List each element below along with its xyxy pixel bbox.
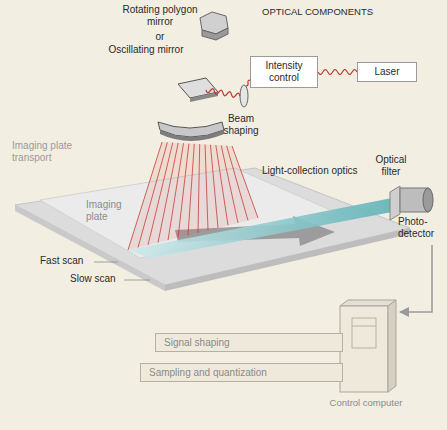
leader-line <box>124 280 150 281</box>
lens <box>240 85 248 107</box>
signal-wire <box>400 245 432 312</box>
laser-box: Laser <box>357 62 417 82</box>
part-label: OPTICAL COMPONENTS <box>262 6 412 17</box>
part-label: Fast scan <box>40 255 92 267</box>
part-label: Oscillating mirror <box>108 44 184 56</box>
beam-shaping-mirror <box>158 122 224 141</box>
optical-filter <box>390 186 400 220</box>
scan-beams <box>128 142 258 250</box>
polygon-mirror <box>200 12 228 40</box>
computer-tower <box>340 300 396 392</box>
node-text: Laser <box>362 66 412 78</box>
laser-beam <box>318 70 357 75</box>
part-label: Rotating polygon mirror <box>118 4 202 28</box>
oscillating-mirror <box>178 78 218 102</box>
laser-beam <box>206 80 250 97</box>
node-text: Sampling and quantization <box>149 366 334 379</box>
part-label: Optical filter <box>366 154 416 178</box>
photo-detector <box>400 188 433 212</box>
part-label: or <box>150 31 170 43</box>
scan-fan <box>128 142 258 250</box>
control-computer: Control computer <box>326 300 406 412</box>
part-label: Imaging plate transport <box>12 140 82 164</box>
part-label: Photo-detector <box>398 216 444 240</box>
part-label: Beam shaping <box>214 113 268 137</box>
part-label: Imaging plate <box>86 199 138 223</box>
control-box: Intensity control <box>250 56 318 88</box>
leader-line <box>94 262 118 263</box>
process-box: Signal shaping <box>155 333 343 352</box>
part-label: Light-collection optics <box>262 165 397 177</box>
node-text: Control computer <box>326 397 406 408</box>
process-box: Sampling and quantization <box>140 363 343 382</box>
node-text: Signal shaping <box>164 336 334 349</box>
part-label: Slow scan <box>70 273 122 285</box>
node-text: Intensity control <box>255 60 313 84</box>
